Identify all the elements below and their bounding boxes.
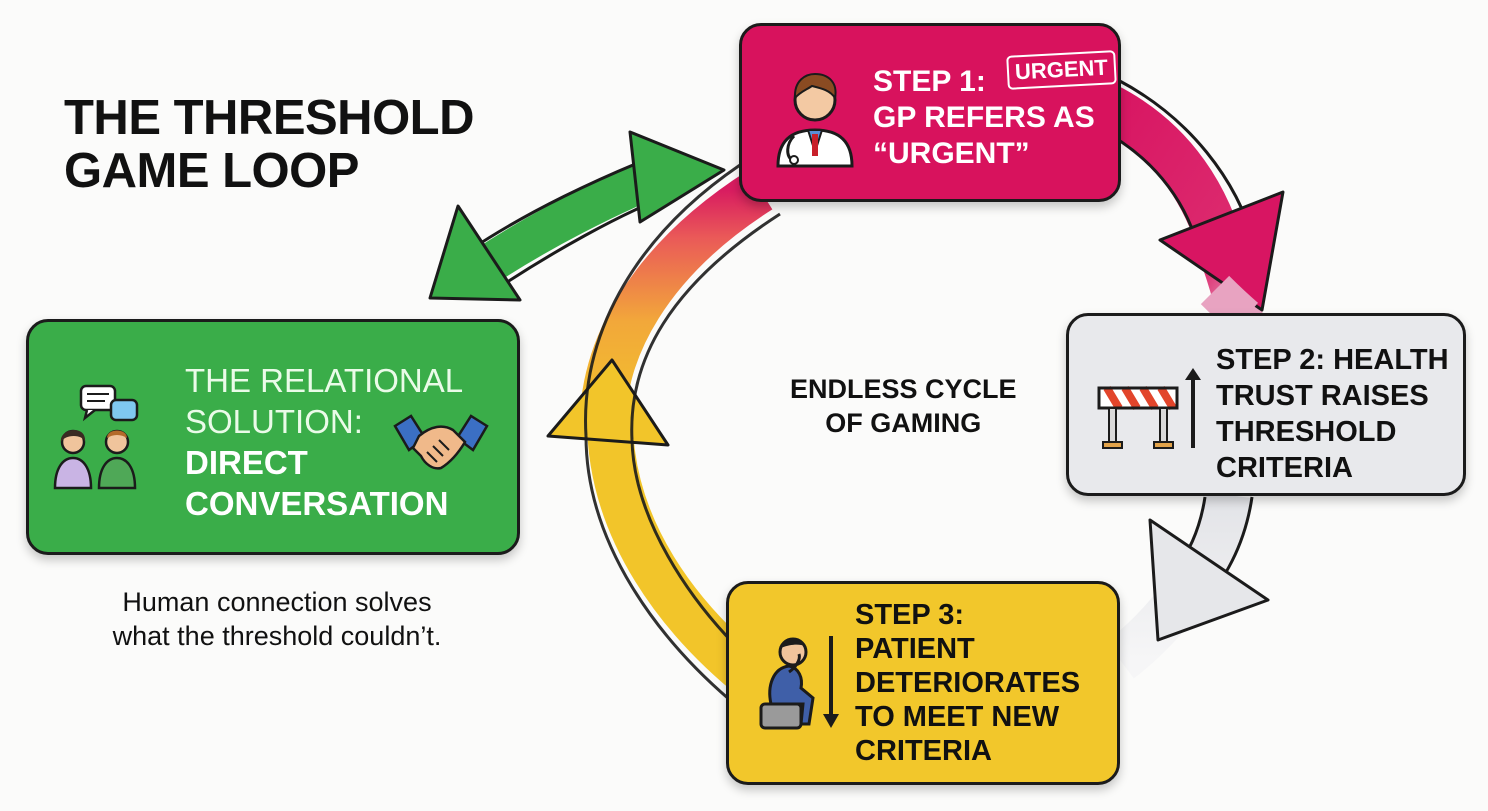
step-3-line-1: STEP 3:: [855, 599, 965, 631]
step-1-line-2: GP REFERS AS: [873, 101, 1095, 134]
step-2-line-2: TRUST RAISES: [1216, 380, 1429, 412]
step-2-line-1: STEP 2: HEALTH: [1216, 344, 1449, 376]
solution-line-4: CONVERSATION: [185, 485, 449, 522]
center-label: ENDLESS CYCLE OF GAMING: [790, 372, 1017, 440]
title-line-2: GAME LOOP: [64, 144, 359, 198]
arrow-head-up: [546, 358, 670, 447]
step-3-text: STEP 3: PATIENT DETERIORATES TO MEET NEW…: [855, 598, 1080, 768]
step-3-card: STEP 3: PATIENT DETERIORATES TO MEET NEW…: [726, 581, 1120, 785]
step-2-line-4: CRITERIA: [1216, 452, 1353, 484]
solution-line-2: SOLUTION:: [185, 403, 363, 440]
step-2-text: STEP 2: HEALTH TRUST RAISES THRESHOLD CR…: [1216, 342, 1449, 486]
step-2-card: STEP 2: HEALTH TRUST RAISES THRESHOLD CR…: [1066, 313, 1466, 496]
chat-bubbles-icon: [79, 384, 139, 422]
relational-solution-card: THE RELATIONAL SOLUTION: DIRECT CONVERSA…: [26, 319, 520, 555]
step-3-line-4: TO MEET NEW: [855, 701, 1060, 733]
step-3-line-3: DETERIORATES: [855, 667, 1081, 699]
caption-line-1: Human connection solves: [122, 587, 432, 617]
two-people-icon: [53, 429, 137, 490]
step-2-line-3: THRESHOLD: [1216, 416, 1397, 448]
title-line-1: THE THRESHOLD: [64, 91, 475, 145]
solution-emphasis: DIRECT CONVERSATION: [185, 442, 448, 524]
step-3-line-2: PATIENT: [855, 633, 975, 665]
step-1-card: URGENT STEP 1: GP REFERS AS “URGENT”: [739, 23, 1121, 202]
green-arrow-head-left: [428, 204, 522, 302]
page-title: THE THRESHOLD GAME LOOP: [64, 91, 475, 198]
step-1-line-3: “URGENT”: [873, 137, 1030, 170]
barrier-raise-icon: [1097, 368, 1201, 449]
step-1-text: STEP 1: GP REFERS AS “URGENT”: [873, 64, 1095, 172]
arrow-head-to-step2: [1158, 190, 1285, 312]
center-label-line-1: ENDLESS CYCLE: [790, 374, 1017, 404]
center-label-line-2: OF GAMING: [825, 408, 982, 438]
distressed-patient-icon: [759, 636, 839, 730]
green-arrow-head-right: [628, 130, 726, 224]
caption: Human connection solves what the thresho…: [52, 585, 502, 653]
step-1-line-1: STEP 1:: [873, 65, 986, 98]
green-double-arrow: [468, 156, 668, 287]
chat-people-icon: [53, 384, 139, 490]
doctor-icon: [776, 72, 854, 168]
caption-line-2: what the threshold couldn’t.: [112, 621, 442, 651]
arrow-head-to-step3: [1148, 518, 1270, 642]
step-3-line-5: CRITERIA: [855, 735, 992, 767]
solution-line-1: THE RELATIONAL: [185, 362, 464, 399]
handshake-icon: [393, 414, 489, 470]
solution-line-3: DIRECT: [185, 444, 308, 481]
solution-heading: THE RELATIONAL SOLUTION:: [185, 360, 463, 442]
